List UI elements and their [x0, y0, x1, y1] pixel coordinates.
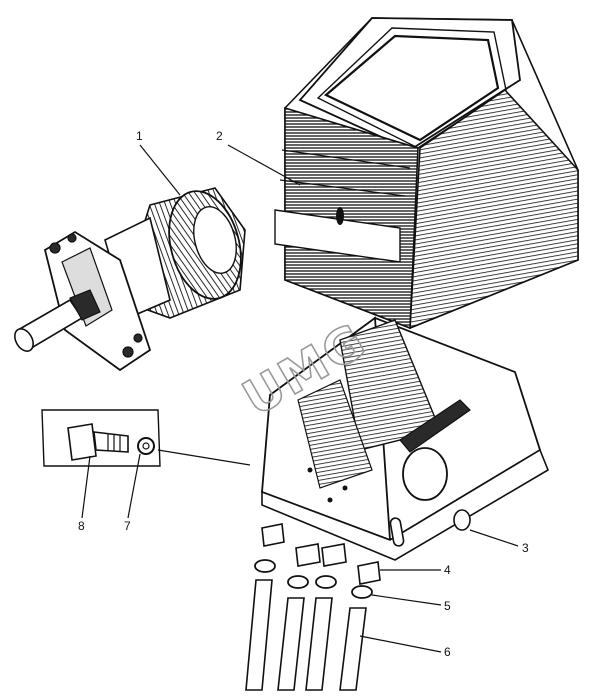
callout-4: 4 [444, 563, 451, 577]
callout-6: 6 [444, 645, 451, 659]
callout-1: 1 [136, 129, 143, 143]
leader-lines [81, 144, 519, 653]
callout-2: 2 [216, 129, 223, 143]
nuts-part-4 [261, 523, 381, 585]
fastener-set [245, 523, 381, 691]
washer-part-7 [137, 437, 155, 455]
callout-5: 5 [444, 599, 451, 613]
hood-slot [336, 207, 344, 225]
hood-window [324, 34, 500, 142]
mounting-bracket [261, 316, 549, 561]
callout-8: 8 [78, 519, 85, 533]
callout-3: 3 [522, 541, 529, 555]
studs-part-6 [245, 579, 367, 691]
bolt-part-8 [67, 423, 129, 461]
bolt-washer-inset [41, 409, 251, 467]
motor [14, 187, 246, 372]
housing-hood [274, 17, 579, 330]
washers-part-5 [254, 559, 373, 599]
callout-labels: 1 2 3 4 5 6 7 8 [78, 129, 529, 659]
bracket-hole [402, 447, 448, 501]
callout-7: 7 [124, 519, 131, 533]
